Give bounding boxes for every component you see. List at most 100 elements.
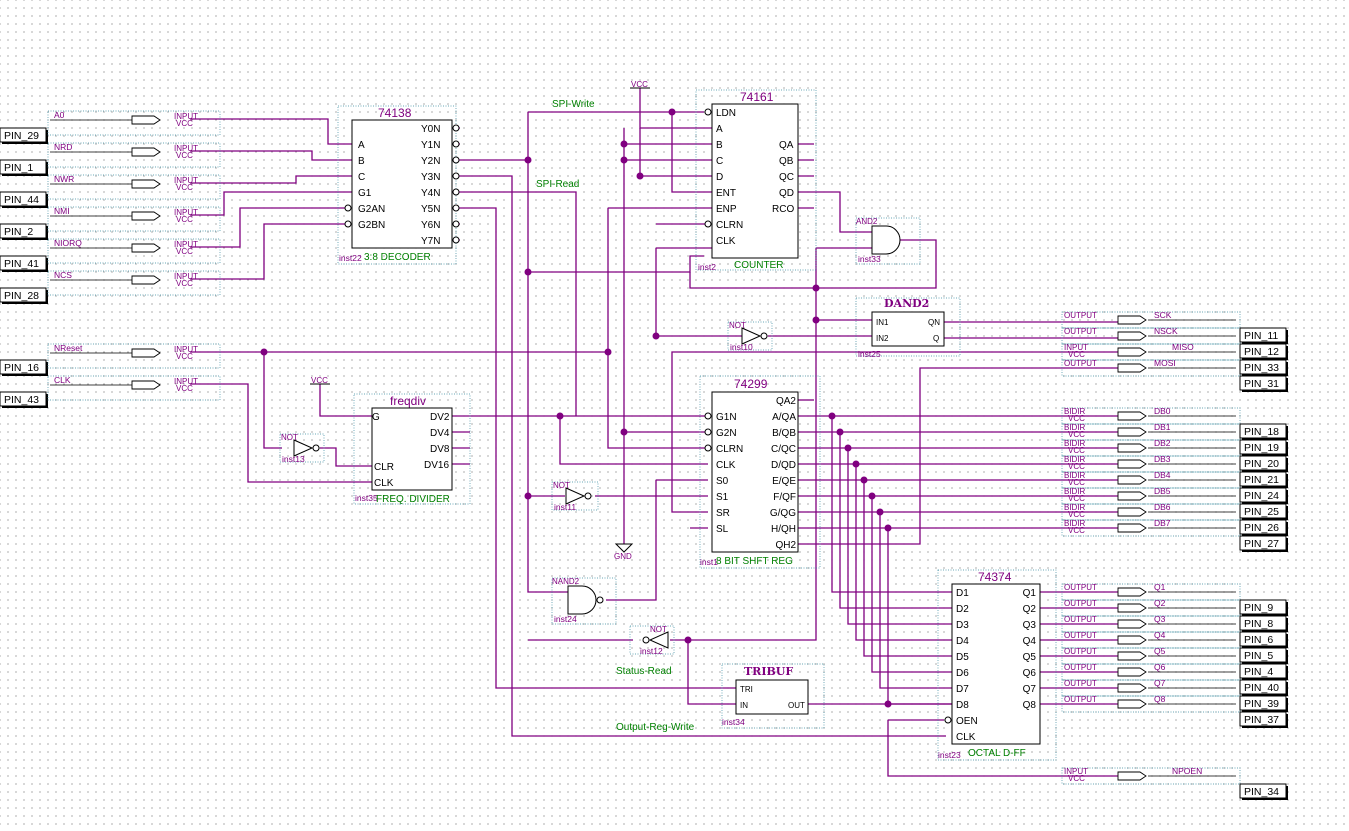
shiftreg-in-label: G2N [716, 428, 737, 439]
shiftreg-out-label: C/QC [771, 444, 796, 455]
pin-box: PIN_33 [1239, 359, 1288, 376]
pin-box: PIN_18 [1239, 423, 1288, 440]
port-type-label: INPUT [174, 112, 198, 121]
not-gate-inst10[interactable]: NOT inst10 [727, 321, 773, 352]
not-label: NOT [650, 625, 667, 634]
freqdiv-block[interactable]: freqdiv G CLR CLK DV2 DV4 DV8 DV16 inst3… [353, 393, 471, 505]
output-signal-label: Q6 [1154, 662, 1166, 672]
input-signal-label: NCS [54, 270, 72, 280]
vcc-label: VCC [631, 80, 648, 89]
input-signal-label: NIORQ [54, 238, 82, 248]
dand2-block[interactable]: DAND2 IN1 IN2 QN Q inst25 [855, 297, 961, 359]
tribuf-in-label: IN [740, 701, 748, 710]
decoder-74138[interactable]: 74138 A B C G1 G2AN G2BN Y0NY1NY2NY3NY4N… [337, 105, 460, 265]
port-vcc-label: VCC [176, 215, 193, 224]
port-tab-icon [1117, 331, 1147, 341]
port-type-label: BIDIR [1064, 423, 1086, 432]
port-type-label: BIDIR [1064, 487, 1086, 496]
dand2-inst: inst25 [858, 349, 881, 359]
pin-label: PIN_39 [1244, 698, 1279, 710]
pin-label: PIN_25 [1244, 506, 1279, 518]
pin-label: PIN_21 [1244, 474, 1279, 486]
octaldff-subtitle: OCTAL D-FF [968, 748, 1026, 759]
port-tab-icon [131, 348, 161, 358]
pin-label: PIN_5 [1244, 650, 1273, 662]
input-signal-label: NReset [54, 343, 83, 353]
pin-label: PIN_28 [4, 290, 39, 302]
port-type-label: OUTPUT [1064, 359, 1097, 368]
not-gate-inst13[interactable]: NOT inst13 [279, 433, 325, 464]
port-vcc-label: VCC [1068, 526, 1085, 535]
pin-label: PIN_29 [4, 130, 39, 142]
tribuf-block[interactable]: TRIBUF TRI IN OUT inst34 [721, 663, 825, 729]
port-type-label: BIDIR [1064, 471, 1086, 480]
port-type-label: OUTPUT [1064, 583, 1097, 592]
dand2-title: DAND2 [884, 297, 929, 310]
freqdiv-out-label: DV4 [430, 428, 450, 439]
pin-label: PIN_1 [4, 162, 33, 174]
pin-label: PIN_16 [4, 362, 39, 374]
port-tab-icon [131, 380, 161, 390]
port-vcc-label: VCC [176, 352, 193, 361]
port-vcc-label: VCC [176, 279, 193, 288]
shiftreg-in-label: SR [716, 508, 730, 519]
counter-out-label: QC [779, 172, 794, 183]
octaldff-out-label: Q8 [1023, 700, 1037, 711]
decoder-out-label: Y7N [421, 236, 440, 247]
output-signal-label: Q1 [1154, 582, 1166, 592]
input-signal-label: A0 [54, 110, 65, 120]
decoder-in-label: A [358, 140, 365, 151]
freqdiv-out-label: DV2 [430, 412, 450, 423]
port-type-label: INPUT [174, 377, 198, 386]
pin-box: PIN_34 [1239, 783, 1288, 800]
pin-box: PIN_39 [1239, 695, 1288, 712]
right-pin-column: PIN_11PIN_12PIN_33PIN_31PIN_18PIN_19PIN_… [1239, 327, 1288, 800]
port-tab-icon [1117, 347, 1147, 357]
output-signal-label: Q3 [1154, 614, 1166, 624]
output-signal-label: DB5 [1154, 486, 1171, 496]
net-label-spi-write: SPI-Write [552, 99, 595, 110]
pin-box: PIN_29 [0, 127, 48, 144]
pin-box: PIN_11 [1239, 327, 1288, 344]
nand2-gate[interactable]: NAND2 inst24 [551, 577, 617, 625]
pin-label: PIN_43 [4, 394, 39, 406]
port-type-label: OUTPUT [1064, 663, 1097, 672]
not-label: NOT [729, 321, 746, 330]
output-signal-label: DB6 [1154, 502, 1171, 512]
pin-box: PIN_43 [0, 391, 48, 408]
port-vcc-label: VCC [1068, 478, 1085, 487]
not-gate-inst12[interactable]: NOT inst12 [629, 625, 675, 656]
shiftreg-title: 74299 [734, 377, 768, 391]
left-pin-column: PIN_29PIN_1PIN_44PIN_2PIN_41PIN_28PIN_16… [0, 127, 48, 408]
port-type-label: BIDIR [1064, 407, 1086, 416]
shiftreg-in-label: G1N [716, 412, 737, 423]
pin-box: PIN_40 [1239, 679, 1288, 696]
not-inst: inst11 [554, 502, 576, 512]
pin-box: PIN_41 [0, 255, 48, 272]
pin-label: PIN_6 [1244, 634, 1273, 646]
decoder-inst: inst22 [339, 253, 362, 263]
and2-gate[interactable]: AND2 inst33 [855, 217, 921, 265]
decoder-in-label: G1 [358, 188, 372, 199]
not-label: NOT [281, 433, 298, 442]
octaldff-out-label: Q1 [1023, 588, 1037, 599]
port-type-label: OUTPUT [1064, 311, 1097, 320]
pin-label: PIN_20 [1244, 458, 1279, 470]
port-tab-icon [131, 179, 161, 189]
pin-label: PIN_27 [1244, 538, 1279, 550]
port-vcc-label: VCC [176, 384, 193, 393]
decoder-out-label: Y5N [421, 204, 440, 215]
port-tab-icon [1117, 667, 1147, 677]
octaldff-in-label: D2 [956, 604, 969, 615]
input-signal-label: NRD [54, 142, 72, 152]
input-signal-label: NWR [54, 174, 74, 184]
octaldff-in-label: D7 [956, 684, 969, 695]
octaldff-out-label: Q4 [1023, 636, 1037, 647]
not-gate-inst11[interactable]: NOT inst11 [551, 481, 599, 512]
counter-in-label: D [716, 172, 723, 183]
